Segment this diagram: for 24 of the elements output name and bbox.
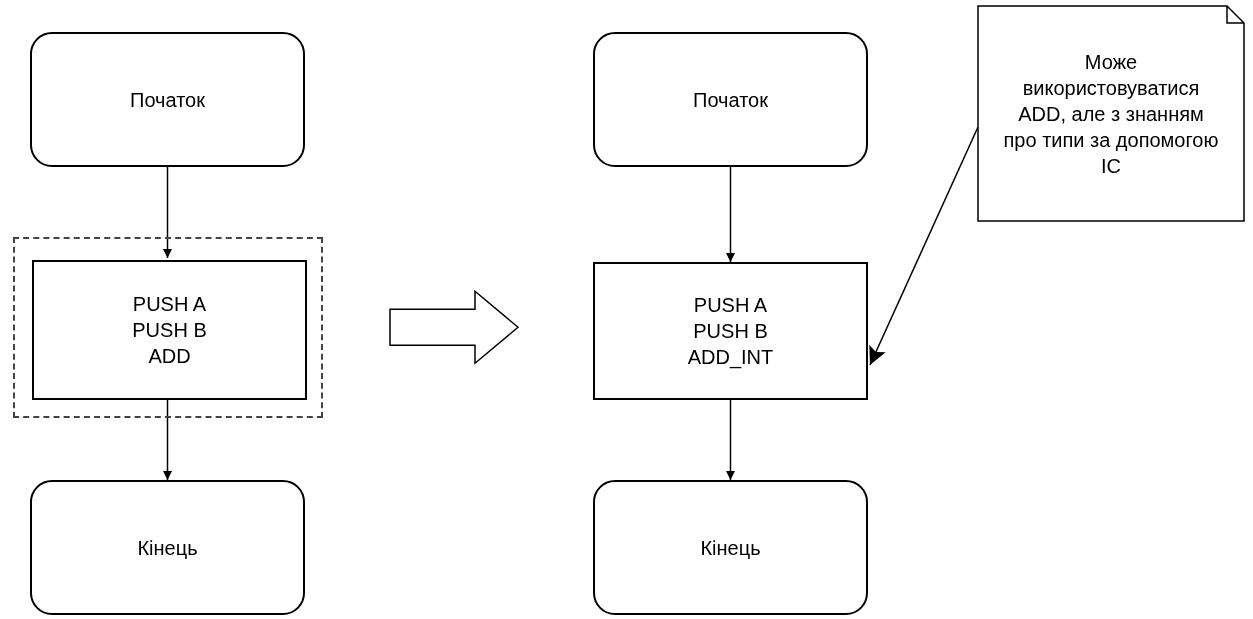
node-text: PUSH B [132,318,207,343]
terminal-box [593,32,868,167]
node-text: Початок [130,87,205,113]
node-text: PUSH A [132,292,207,317]
terminal-box [30,32,305,167]
hollow-block-arrow [389,289,520,365]
node-text: PUSH A [693,293,768,318]
arrow [869,126,979,366]
node-text: Може використовуватися ADD, але з знанням про типи за допомогою IC [1003,49,1219,179]
node-text: Кінець [137,535,198,561]
arrow [726,166,735,263]
terminal-box [30,480,305,615]
note-box [977,5,1245,222]
dashed-group-box [13,237,323,418]
arrow [163,166,172,259]
terminal-box [593,480,868,615]
node-text: PUSH B [693,319,768,344]
node-text: Кінець [700,535,761,561]
arrow [726,399,735,481]
process-box [593,262,868,400]
node-text: ADD_INT [687,345,774,370]
node-text: ADD [148,344,191,369]
node-text: Початок [693,87,768,113]
process-box [32,260,307,400]
